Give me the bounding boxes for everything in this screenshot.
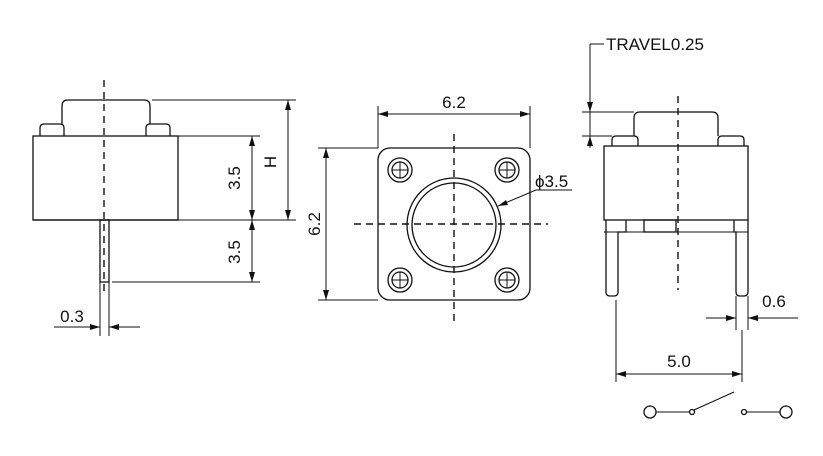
front-base-tab [643, 219, 677, 233]
dim-pin-length-label: 3.5 [225, 240, 244, 264]
side-shoulder-right [145, 123, 171, 136]
front-body [603, 145, 749, 221]
front-leg-left [605, 220, 627, 297]
front-shoulder-right [717, 135, 745, 146]
dim-pin-thickness-label: 0.6 [762, 292, 786, 311]
front-leg-right [733, 220, 749, 297]
corner-hole-bottom-right [494, 267, 520, 293]
schematic-lever [693, 391, 735, 411]
dim-pin-width-label: 0.3 [60, 307, 84, 326]
schematic-terminal-right [779, 405, 793, 419]
side-view: H 3.5 3.5 0.3 [32, 80, 296, 336]
dim-top-width-label: 6.2 [442, 93, 466, 112]
dim-travel-label: TRAVEL0.25 [606, 35, 704, 54]
dim-diameter-label: ϕ3.5 [535, 172, 568, 191]
side-shoulder-left [39, 123, 65, 136]
front-shoulder-left [611, 135, 639, 146]
dim-pin-spacing-label: 5.0 [667, 352, 691, 371]
side-actuator [61, 99, 151, 124]
switch-schematic [643, 391, 793, 419]
schematic-pivot [688, 408, 696, 416]
side-body [32, 135, 179, 221]
dim-H-label: H [261, 156, 280, 168]
schematic-contact [740, 408, 748, 416]
corner-hole-top-left [387, 157, 413, 183]
top-view: 6.2 6.2 ϕ3.5 [305, 93, 572, 322]
front-view: TRAVEL0.25 0.6 5.0 [582, 35, 798, 382]
corner-hole-bottom-left [387, 267, 413, 293]
front-actuator [633, 111, 719, 136]
dim-top-height-label: 6.2 [305, 212, 324, 236]
side-pin [99, 219, 110, 283]
corner-hole-top-right [494, 157, 520, 183]
schematic-terminal-left [643, 405, 657, 419]
dim-body-height-label: 3.5 [225, 166, 244, 190]
